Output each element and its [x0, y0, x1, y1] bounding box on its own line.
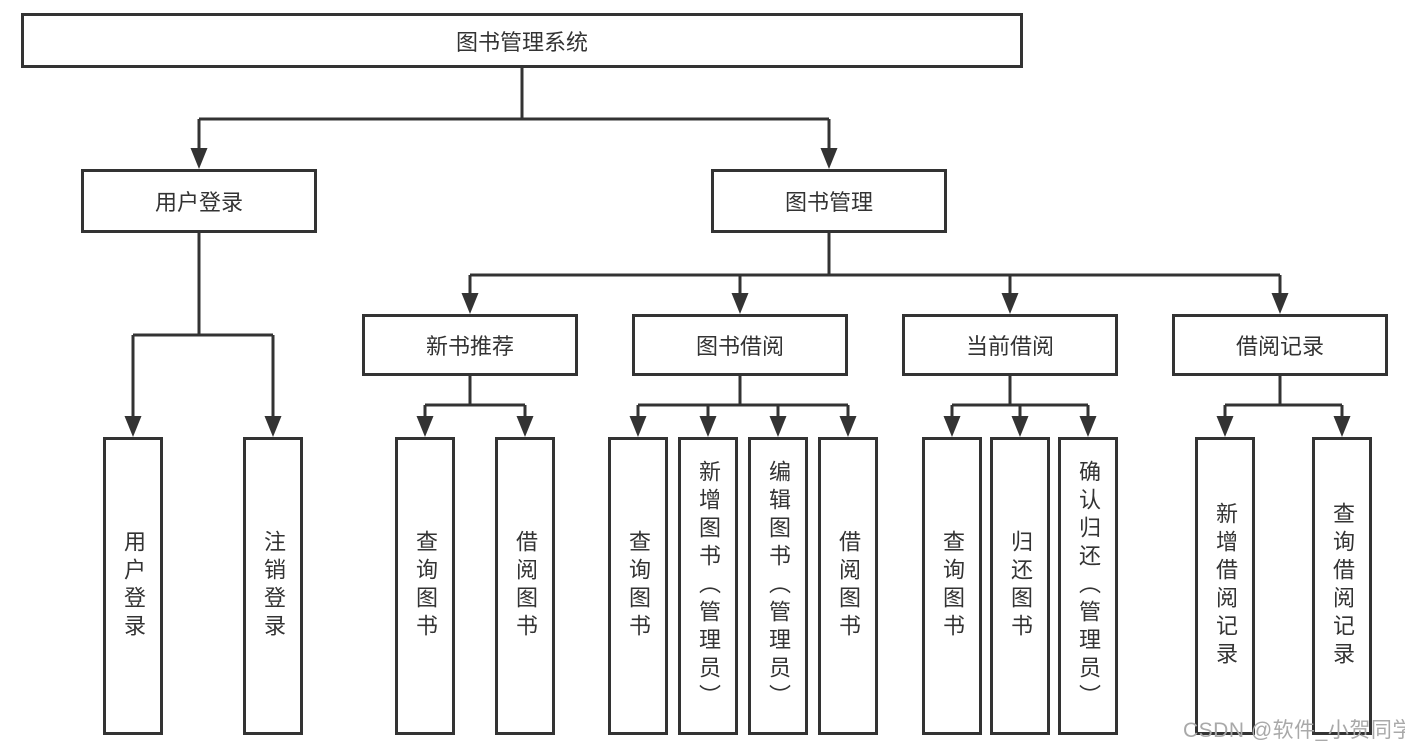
- node-label: 注销登录: [261, 530, 286, 642]
- node-label: 新增图书（管理员）: [696, 460, 721, 712]
- node-label: 新增借阅记录: [1213, 502, 1238, 670]
- leaf-query-books-recommend: 查询图书: [395, 437, 455, 735]
- leaf-return-books: 归还图书: [990, 437, 1050, 735]
- node-label: 确认归还（管理员）: [1076, 460, 1101, 712]
- node-label: 编辑图书（管理员）: [766, 460, 791, 712]
- node-borrow-records: 借阅记录: [1172, 314, 1388, 376]
- node-label: 借阅图书: [513, 530, 538, 642]
- node-label: 图书管理: [784, 190, 873, 215]
- leaf-add-books-admin: 新增图书（管理员）: [678, 437, 738, 735]
- node-book-management: 图书管理: [711, 169, 947, 233]
- node-current-borrow: 当前借阅: [902, 314, 1118, 376]
- node-new-book-recommend: 新书推荐: [362, 314, 578, 376]
- csdn-watermark: CSDN @软件_小贺同学: [1183, 719, 1405, 742]
- node-user-login: 用户登录: [81, 169, 317, 233]
- node-label: 图书管理系统: [455, 29, 588, 55]
- leaf-borrow-books: 借阅图书: [818, 437, 878, 735]
- leaf-add-borrow-record: 新增借阅记录: [1195, 437, 1255, 735]
- node-label: 用户登录: [121, 530, 146, 642]
- leaf-confirm-return-admin: 确认归还（管理员）: [1058, 437, 1118, 735]
- node-label: 查询图书: [626, 530, 651, 642]
- leaf-user-login: 用户登录: [103, 437, 163, 735]
- node-label: 归还图书: [1008, 530, 1033, 642]
- node-label: 图书借阅: [695, 334, 784, 359]
- node-book-borrow: 图书借阅: [632, 314, 848, 376]
- leaf-borrow-books-recommend: 借阅图书: [495, 437, 555, 735]
- leaf-query-books-borrow: 查询图书: [608, 437, 668, 735]
- node-label: 当前借阅: [965, 334, 1054, 359]
- node-root-library-system: 图书管理系统: [21, 13, 1023, 68]
- node-label: 借阅记录: [1235, 334, 1324, 359]
- node-label: 用户登录: [154, 190, 243, 215]
- node-label: 查询图书: [940, 530, 965, 642]
- leaf-query-borrow-record: 查询借阅记录: [1312, 437, 1372, 735]
- leaf-query-books-current: 查询图书: [922, 437, 982, 735]
- node-label: 借阅图书: [836, 530, 861, 642]
- node-label: 查询借阅记录: [1330, 502, 1355, 670]
- node-label: 查询图书: [413, 530, 438, 642]
- node-label: 新书推荐: [425, 334, 514, 359]
- leaf-edit-books-admin: 编辑图书（管理员）: [748, 437, 808, 735]
- leaf-logout: 注销登录: [243, 437, 303, 735]
